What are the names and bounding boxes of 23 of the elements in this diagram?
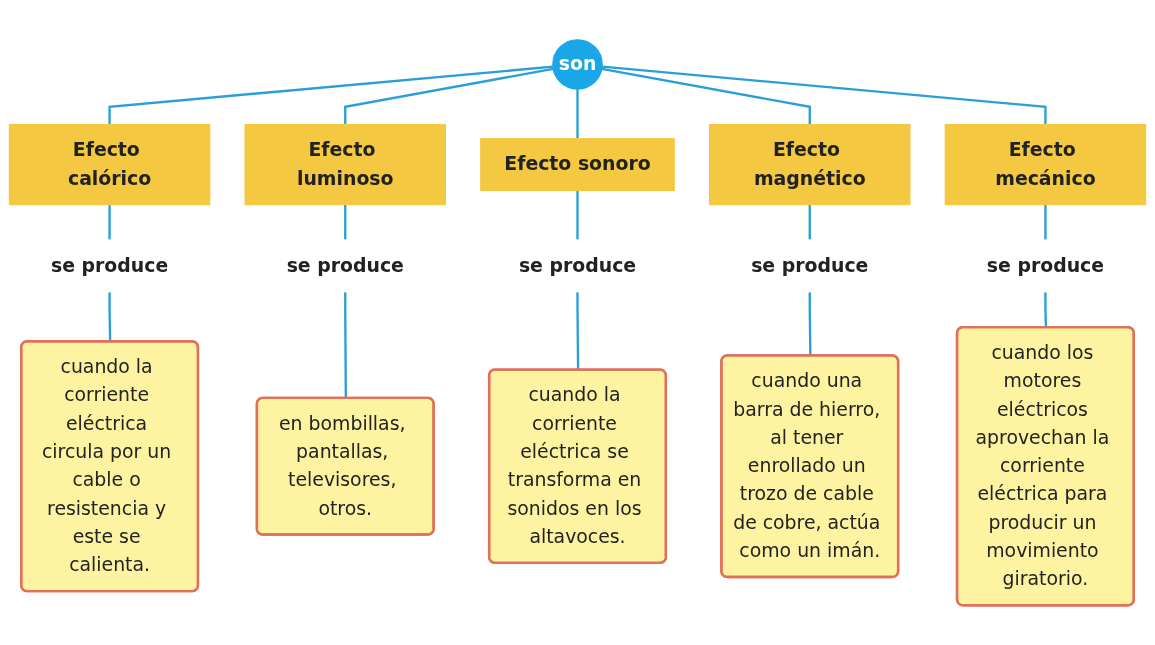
- node-text: se produce: [751, 254, 869, 277]
- node-text: se produce: [286, 254, 404, 277]
- connector: [1044, 204, 1047, 240]
- node-text: se produce: [986, 254, 1105, 277]
- node-box: Efecto mecánico: [944, 123, 1147, 206]
- connector: [108, 204, 111, 240]
- connector: [108, 65, 553, 125]
- connector: [344, 67, 554, 125]
- node-box: Efecto luminoso: [244, 123, 446, 206]
- node-box: Efecto sonoro: [480, 138, 675, 192]
- connector: [108, 291, 112, 342]
- connector: [344, 204, 347, 240]
- connector: [1044, 291, 1048, 328]
- connector: [808, 204, 811, 240]
- node-text: se produce: [50, 254, 169, 277]
- connector: [601, 67, 811, 125]
- connector: [576, 190, 579, 240]
- connector: [602, 65, 1047, 125]
- node-circle: son: [552, 39, 603, 90]
- connector: [576, 89, 579, 139]
- node-box: Efecto calórico: [8, 123, 211, 206]
- node-box: Efecto magnético: [709, 123, 911, 206]
- node-text: se produce: [518, 254, 637, 277]
